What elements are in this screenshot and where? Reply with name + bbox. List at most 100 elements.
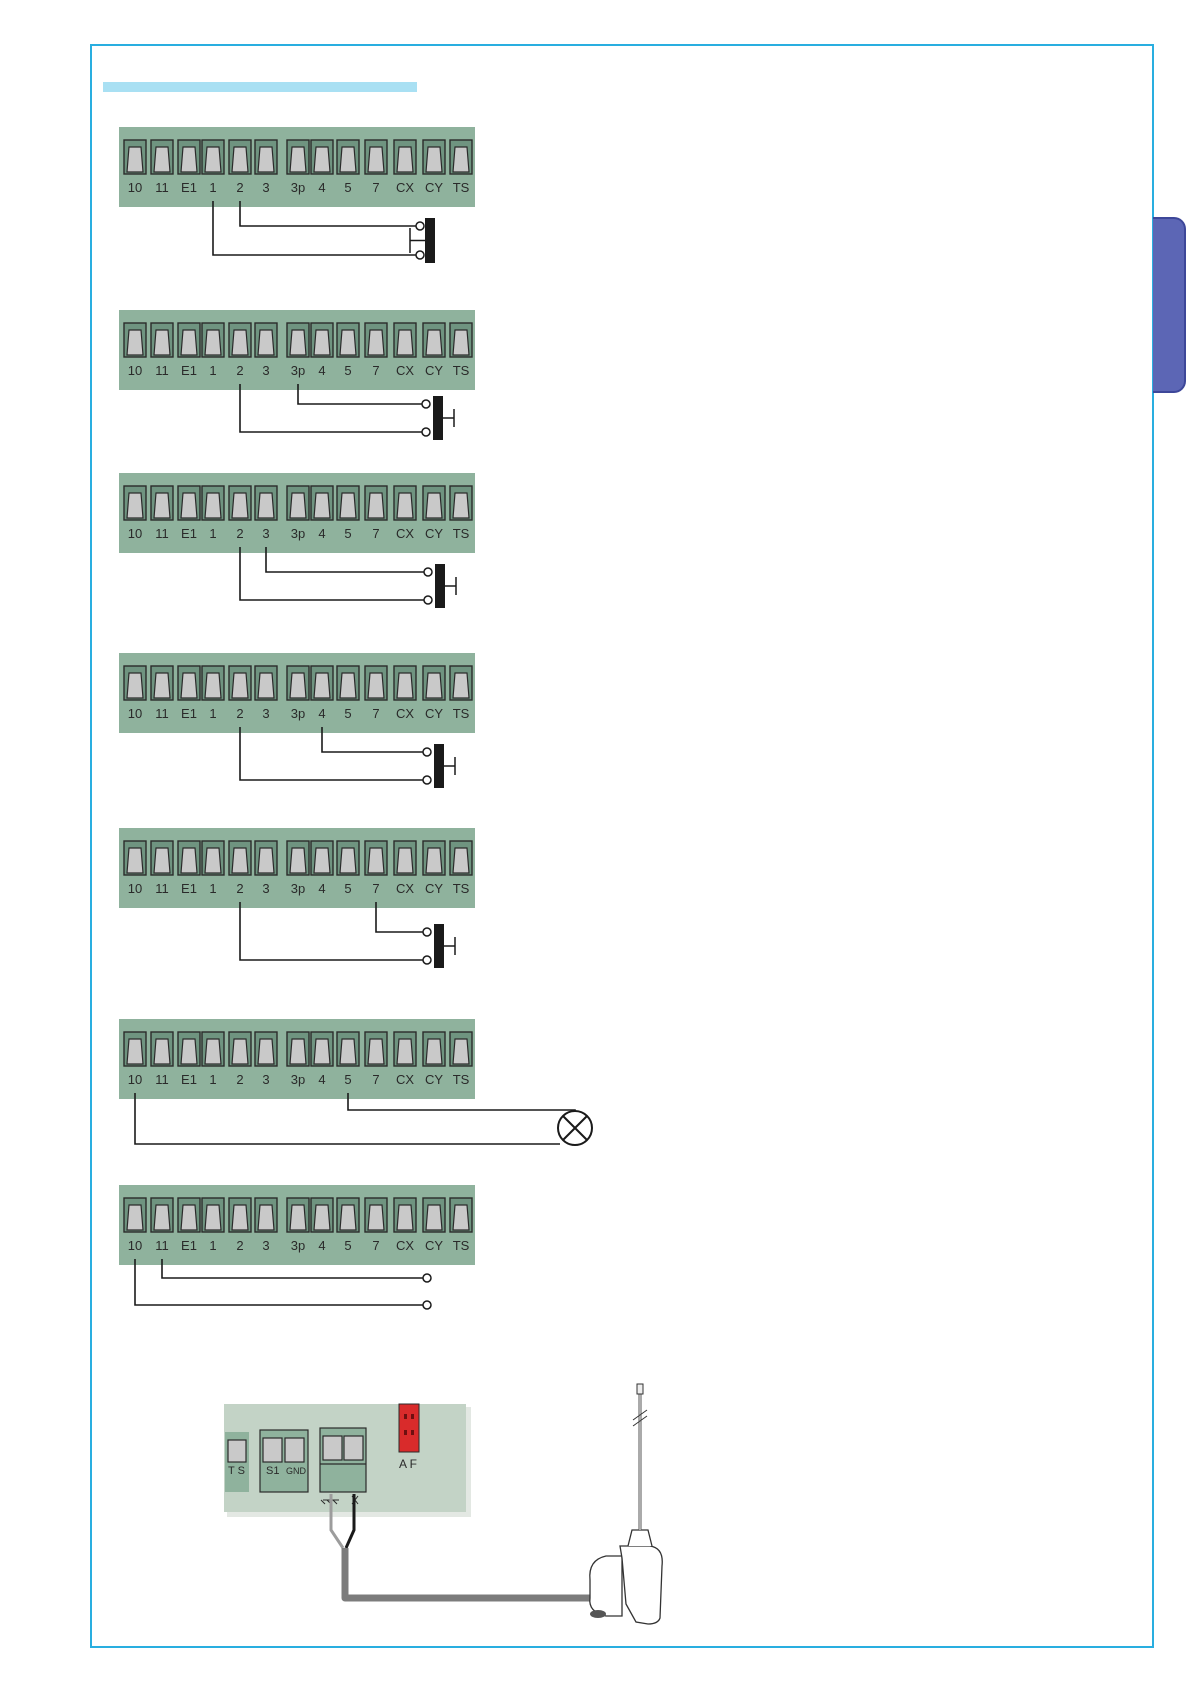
ts-socket (228, 1440, 246, 1462)
terminal-screw (340, 330, 356, 355)
terminal-socket (229, 666, 251, 700)
terminal-screw (453, 147, 469, 172)
terminal-socket (229, 841, 251, 875)
terminal-label: 2 (236, 526, 243, 541)
terminal-socket (423, 1032, 445, 1066)
contact-terminal (423, 956, 431, 964)
terminal-screw (340, 147, 356, 172)
terminal-socket (151, 1198, 173, 1232)
terminal-label: 1 (209, 180, 216, 195)
terminal-label: 4 (318, 1238, 325, 1253)
terminal-socket (178, 140, 200, 174)
terminal-screw (258, 848, 274, 873)
terminal-screw (127, 1039, 143, 1064)
terminal-screw (314, 848, 330, 873)
terminal-label: 3p (291, 706, 305, 721)
terminal-screw (314, 147, 330, 172)
terminal-screw (453, 493, 469, 518)
terminal-screw (232, 1205, 248, 1230)
terminal-label: 5 (344, 1072, 351, 1087)
contact-terminal (416, 251, 424, 259)
terminal-label: 3p (291, 526, 305, 541)
terminal-label: 4 (318, 363, 325, 378)
terminal-socket (423, 666, 445, 700)
terminal-label: 3 (262, 1238, 269, 1253)
terminal-screw (453, 848, 469, 873)
terminal-screw (340, 848, 356, 873)
terminal-label: 11 (155, 363, 169, 378)
contact-terminal (423, 1301, 431, 1309)
pushbutton (423, 744, 455, 788)
terminal-screw (453, 1205, 469, 1230)
terminal-label: 4 (318, 1072, 325, 1087)
terminal-label: 3 (262, 526, 269, 541)
af-pin (411, 1430, 414, 1435)
terminal-block: 1011E11233p457CXCYTS (119, 1185, 475, 1265)
terminal-label: 10 (128, 180, 142, 195)
terminal-socket (394, 1198, 416, 1232)
pushbutton-contact (435, 564, 445, 608)
terminal-label: 7 (372, 180, 379, 195)
terminal-screw (290, 673, 306, 698)
terminal-screw (127, 1205, 143, 1230)
terminal-label: 7 (372, 1072, 379, 1087)
lamp (558, 1111, 592, 1145)
contact-terminal (423, 748, 431, 756)
terminal-label: 3 (262, 363, 269, 378)
terminal-screw (340, 673, 356, 698)
antenna-socket-signal (344, 1436, 363, 1460)
terminal-socket (287, 1198, 309, 1232)
terminal-label: CX (396, 706, 414, 721)
terminal-label: 11 (155, 1072, 169, 1087)
terminal-screw (258, 1039, 274, 1064)
terminal-screw (181, 330, 197, 355)
terminal-screw (397, 1039, 413, 1064)
terminal-socket (151, 486, 173, 520)
terminal-label: TS (453, 363, 470, 378)
terminal-socket (229, 323, 251, 357)
terminal-socket (229, 140, 251, 174)
terminal-screw (258, 147, 274, 172)
terminal-screw (314, 330, 330, 355)
terminal-screw (426, 330, 442, 355)
pushbutton-contact (425, 218, 435, 263)
terminal-label: 1 (209, 1238, 216, 1253)
terminal-label: 3 (262, 706, 269, 721)
antenna-mount-nut (590, 1610, 606, 1618)
terminal-socket (394, 1032, 416, 1066)
terminal-socket (255, 323, 277, 357)
terminal-socket (202, 1032, 224, 1066)
terminal-screw (154, 673, 170, 698)
terminal-socket (255, 486, 277, 520)
gnd-socket (285, 1438, 304, 1462)
terminal-label: 1 (209, 526, 216, 541)
terminal-label: 3 (262, 1072, 269, 1087)
terminal-label: 3 (262, 881, 269, 896)
terminal-socket (151, 140, 173, 174)
terminal-socket (337, 486, 359, 520)
terminal-screw (368, 673, 384, 698)
terminal-socket (202, 841, 224, 875)
terminal-screw (232, 330, 248, 355)
terminal-label: CY (425, 180, 443, 195)
af-pin (411, 1414, 414, 1419)
terminal-screw (258, 673, 274, 698)
terminal-socket (450, 140, 472, 174)
terminal-label: 5 (344, 706, 351, 721)
terminal-socket (178, 1198, 200, 1232)
wire (240, 384, 422, 432)
terminal-screw (127, 330, 143, 355)
terminal-label: 10 (128, 526, 142, 541)
terminal-label: 5 (344, 363, 351, 378)
terminal-socket (337, 666, 359, 700)
terminal-socket (450, 323, 472, 357)
terminal-screw (232, 848, 248, 873)
terminal-socket (337, 1032, 359, 1066)
pushbutton-contact (434, 924, 444, 968)
terminal-socket (229, 486, 251, 520)
terminal-socket (311, 323, 333, 357)
terminal-screw (205, 673, 221, 698)
antenna-terminal-s1-label: S1 (266, 1465, 279, 1477)
terminal-screw (314, 673, 330, 698)
terminal-label: E1 (181, 1072, 197, 1087)
